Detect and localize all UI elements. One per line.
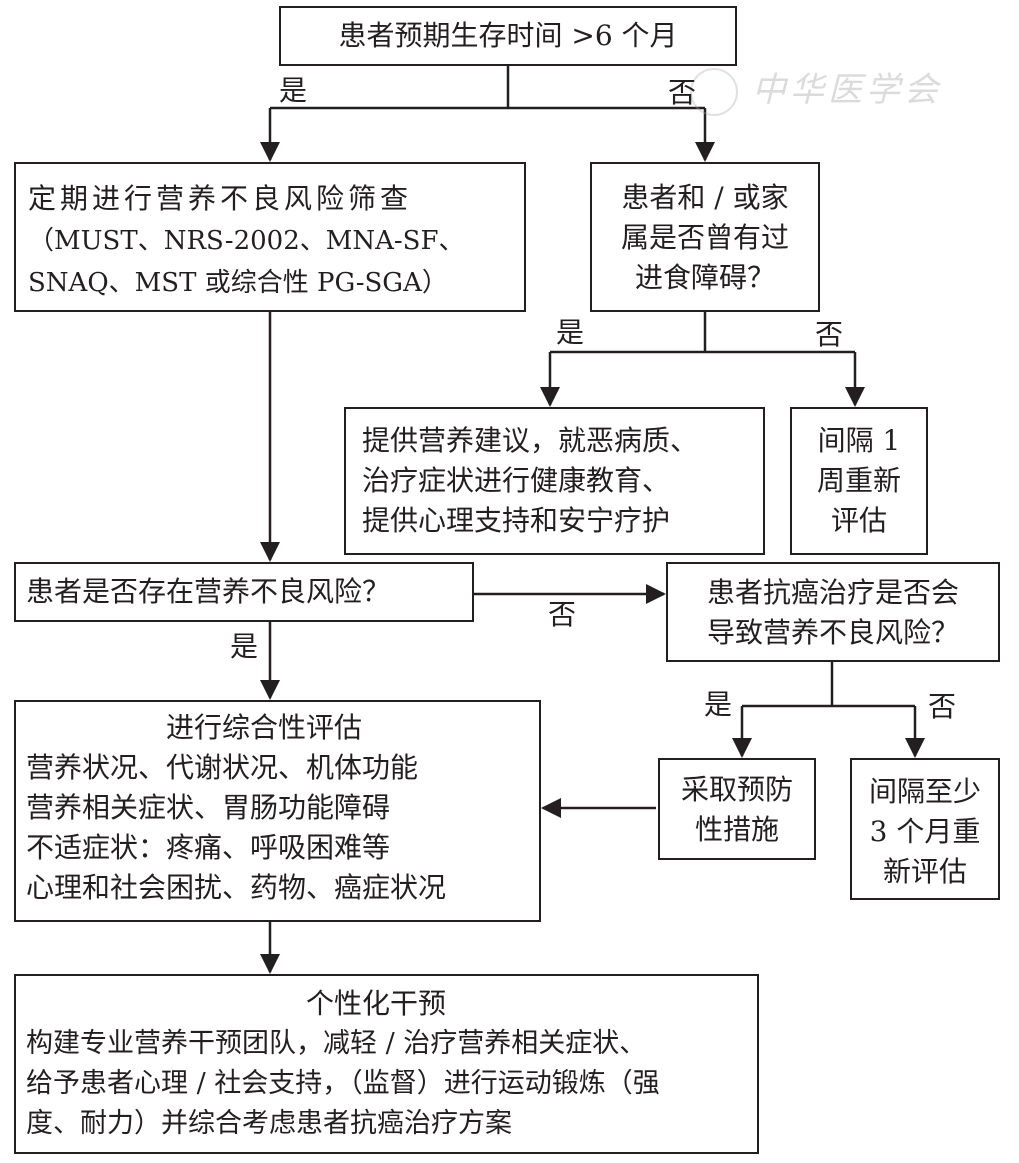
- node-line: 营养状况、代谢状况、机体功能: [26, 751, 419, 784]
- label-yes-therapy: 是: [704, 688, 733, 721]
- node-line: 采取预防: [680, 773, 793, 806]
- node-line: 间隔 1: [817, 424, 901, 457]
- node-week-reassess: 间隔 1 周重新 评估: [790, 407, 928, 555]
- node-line: 治疗症状进行健康教育、: [362, 464, 671, 497]
- node-line: 给予患者心理 / 社会支持，（监督）进行运动锻炼（强: [26, 1068, 660, 1099]
- node-line: SNAQ、MST 或综合性 PG-SGA）: [28, 268, 448, 298]
- node-line: 构建专业营养干预团队，减轻 / 治疗营养相关症状、: [26, 1028, 647, 1059]
- label-yes-risk: 是: [230, 630, 259, 663]
- label-no-therapy: 否: [928, 690, 957, 723]
- seal-icon: [690, 68, 738, 116]
- watermark-text: 中华医学会: [752, 70, 942, 110]
- node-line: 属是否曾有过: [620, 221, 789, 254]
- node-malnutrition-risk: 患者是否存在营养不良风险？: [14, 562, 474, 622]
- node-line: 间隔至少: [868, 775, 981, 808]
- label-yes-eating: 是: [556, 316, 585, 349]
- node-line: （MUST、NRS-2002、MNA-SF、: [28, 226, 465, 256]
- node-line: 评估: [830, 504, 887, 537]
- node-line: 患者和 / 或家: [621, 181, 789, 214]
- node-prevention: 采取预防 性措施: [658, 758, 816, 860]
- node-line: 3 个月重: [869, 815, 981, 848]
- node-line: 周重新: [816, 464, 901, 497]
- node-line: 患者预期生存时间 >6 个月: [338, 19, 678, 52]
- node-heading: 进行综合性评估: [166, 711, 363, 744]
- node-line: 进食障碍？: [634, 261, 775, 294]
- node-line: 性措施: [694, 813, 779, 846]
- node-therapy-risk: 患者抗癌治疗是否会 导致营养不良风险？: [666, 562, 1000, 662]
- node-line: 提供营养建议，就恶病质、: [362, 424, 699, 457]
- label-no-eating: 否: [815, 318, 844, 351]
- watermark-logo: 中华医学会: [690, 62, 942, 116]
- node-comprehensive-assessment: 进行综合性评估 营养状况、代谢状况、机体功能 营养相关症状、胃肠功能障碍 不适症…: [14, 700, 541, 922]
- node-line: 不适症状：疼痛、呼吸困难等: [26, 831, 391, 864]
- node-screening: 定期进行营养不良风险筛查 （MUST、NRS-2002、MNA-SF、 SNAQ…: [14, 162, 526, 312]
- node-eating-disorder: 患者和 / 或家 属是否曾有过 进食障碍？: [590, 162, 820, 312]
- node-3month-reassess: 间隔至少 3 个月重 新评估: [850, 758, 1000, 900]
- node-heading: 个性化干预: [306, 987, 447, 1020]
- node-line: 导致营养不良风险？: [706, 616, 959, 649]
- node-line: 度、耐力）并综合考虑患者抗癌治疗方案: [26, 1108, 512, 1139]
- node-line: 心理和社会困扰、药物、癌症状况: [26, 871, 447, 904]
- node-line: 患者是否存在营养不良风险？: [26, 575, 391, 608]
- label-yes-survival: 是: [279, 74, 308, 107]
- node-line: 新评估: [882, 855, 967, 888]
- node-personalized-intervention: 个性化干预 构建专业营养干预团队，减轻 / 治疗营养相关症状、 给予患者心理 /…: [14, 974, 759, 1154]
- node-line: 营养相关症状、胃肠功能障碍: [26, 791, 391, 824]
- node-nutrition-advice: 提供营养建议，就恶病质、 治疗症状进行健康教育、 提供心理支持和安宁疗护: [344, 407, 765, 555]
- node-life-expectancy: 患者预期生存时间 >6 个月: [279, 6, 737, 66]
- node-line: 定期进行营养不良风险筛查: [28, 182, 413, 215]
- label-no-survival: 否: [668, 76, 697, 109]
- node-line: 患者抗癌治疗是否会: [706, 576, 959, 609]
- label-no-risk: 否: [548, 598, 577, 631]
- node-line: 提供心理支持和安宁疗护: [362, 504, 671, 537]
